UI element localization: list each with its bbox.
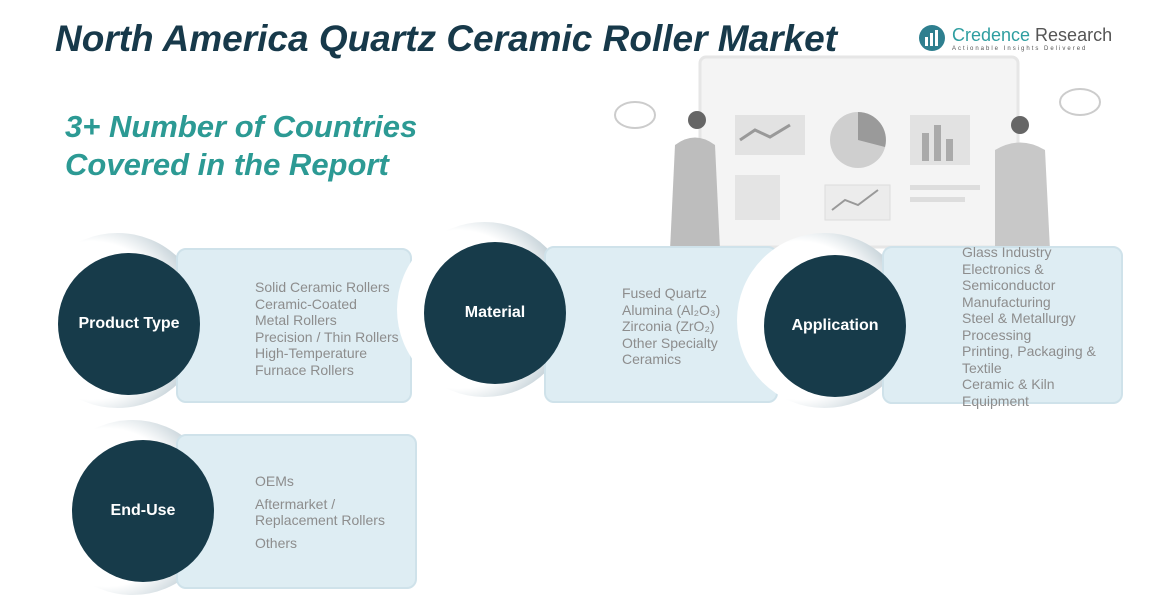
segment-circle-material: Material	[424, 242, 566, 384]
list-item: Manufacturing	[962, 293, 1051, 310]
list-item: Electronics &	[962, 260, 1044, 277]
presentation-illustration	[614, 55, 1101, 250]
list-item: Equipment	[962, 392, 1029, 409]
logo-tagline: Actionable Insights Delivered	[952, 45, 1088, 52]
subtitle-line-2: Covered in the Report	[65, 147, 389, 182]
segment-circle-end-use: End-Use	[72, 440, 214, 582]
segment-panel-end-use	[176, 434, 417, 589]
list-item: Metal Rollers	[255, 312, 337, 328]
list-item: Textile	[962, 359, 1002, 376]
list-item: Replacement Rollers	[255, 512, 385, 528]
list-item: Ceramic & Kiln	[962, 376, 1055, 392]
list-item: Zirconia (ZrO₂)	[622, 318, 715, 334]
logo-name-2: Research	[1030, 24, 1113, 45]
list-item: Precision / Thin Rollers	[255, 328, 399, 345]
list-item: OEMs	[255, 473, 294, 489]
list-item: Furnace Rollers	[255, 361, 354, 378]
subtitle-line-1: 3+ Number of Countries	[65, 109, 418, 144]
list-item: Aftermarket /	[255, 495, 336, 512]
list-item: Processing	[962, 326, 1032, 343]
logo-name: Credence	[952, 24, 1031, 45]
list-item: Other Specialty	[622, 334, 718, 351]
credence-logo: Credence Research Actionable Insights De…	[918, 24, 1112, 52]
segment-panel-application	[882, 246, 1123, 404]
list-item: Printing, Packaging &	[962, 343, 1096, 359]
list-item: Ceramics	[622, 351, 682, 367]
list-item: Alumina (Al₂O₃)	[622, 301, 721, 318]
list-item: Solid Ceramic Rollers	[255, 279, 390, 295]
list-item: Glass Industry	[962, 244, 1052, 260]
list-item: Steel & Metallurgy	[962, 310, 1076, 326]
list-item: Ceramic-Coated	[255, 295, 357, 312]
list-item: Semiconductor	[962, 277, 1056, 293]
list-item: Others	[255, 534, 298, 551]
segment-circle-product-type: Product Type	[58, 253, 200, 395]
list-item: High-Temperature	[255, 345, 368, 361]
list-item: Fused Quartz	[622, 285, 707, 301]
segment-circle-application: Application	[764, 255, 906, 397]
segment-panel-product-type	[176, 248, 412, 403]
logo-icon	[919, 25, 945, 51]
page-title: North America Quartz Ceramic Roller Mark…	[55, 18, 838, 59]
